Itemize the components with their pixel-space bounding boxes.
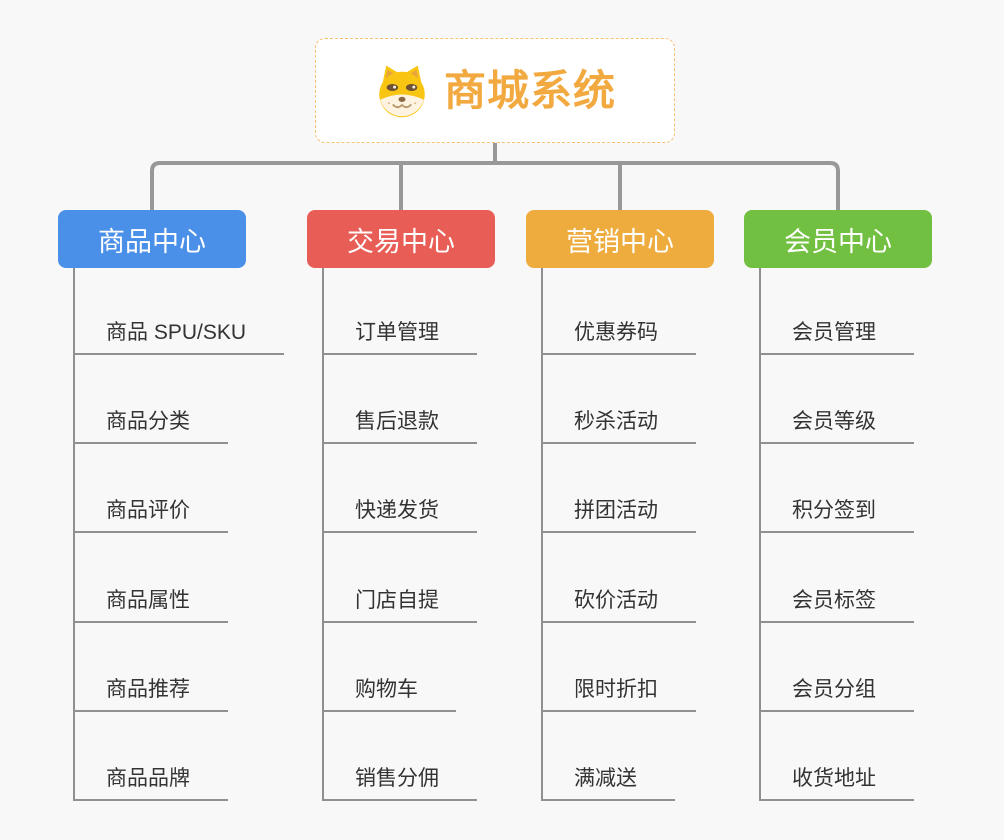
root-title: 商城系统	[443, 66, 616, 114]
child-node[interactable]: 会员管理	[759, 315, 914, 355]
child-node[interactable]: 销售分佣	[322, 761, 477, 801]
child-node[interactable]: 秒杀活动	[541, 404, 696, 444]
branch-label: 交易中心	[347, 226, 455, 257]
child-label: 会员分组	[792, 678, 876, 701]
branch-header-0[interactable]: 商品中心	[58, 210, 246, 268]
branch-label: 会员中心	[784, 226, 892, 257]
child-label: 会员等级	[792, 410, 876, 433]
child-label: 商品推荐	[106, 678, 190, 701]
child-label: 销售分佣	[355, 767, 439, 790]
child-label: 收货地址	[792, 767, 876, 790]
child-label: 秒杀活动	[574, 410, 658, 433]
child-label: 快递发货	[355, 499, 439, 522]
child-node[interactable]: 限时折扣	[541, 672, 696, 712]
child-node[interactable]: 门店自提	[322, 583, 477, 623]
child-node[interactable]: 商品推荐	[73, 672, 228, 712]
branch-connector-line	[73, 268, 75, 801]
child-node[interactable]: 商品评价	[73, 493, 228, 533]
child-label: 商品分类	[106, 410, 190, 433]
branch: 交易中心 订单管理售后退款快递发货门店自提购物车销售分佣	[307, 0, 495, 840]
child-label: 满减送	[574, 767, 637, 790]
branch-header-3[interactable]: 会员中心	[744, 210, 932, 268]
child-node[interactable]: 商品品牌	[73, 761, 228, 801]
root-node[interactable]: 商城系统	[315, 38, 675, 143]
child-node[interactable]: 会员标签	[759, 583, 914, 623]
branch-label: 营销中心	[566, 226, 674, 257]
child-label: 订单管理	[355, 321, 439, 344]
child-label: 门店自提	[355, 589, 439, 612]
child-node[interactable]: 订单管理	[322, 315, 477, 355]
dog-face-icon	[379, 65, 425, 117]
branch-header-2[interactable]: 营销中心	[526, 210, 714, 268]
child-node[interactable]: 积分签到	[759, 493, 914, 533]
child-label: 会员标签	[792, 589, 876, 612]
child-node[interactable]: 满减送	[541, 761, 675, 801]
child-node[interactable]: 快递发货	[322, 493, 477, 533]
child-node[interactable]: 砍价活动	[541, 583, 696, 623]
child-label: 商品 SPU/SKU	[106, 321, 247, 344]
child-label: 商品评价	[106, 499, 190, 522]
child-node[interactable]: 购物车	[322, 672, 456, 712]
child-label: 拼团活动	[574, 499, 658, 522]
child-node[interactable]: 拼团活动	[541, 493, 696, 533]
child-label: 售后退款	[355, 410, 439, 433]
child-label: 商品属性	[106, 589, 190, 612]
child-label: 限时折扣	[574, 678, 658, 701]
child-label: 砍价活动	[574, 589, 658, 612]
child-label: 积分签到	[792, 499, 876, 522]
child-node[interactable]: 商品 SPU/SKU	[73, 315, 285, 355]
child-node[interactable]: 商品分类	[73, 404, 228, 444]
child-label: 会员管理	[792, 321, 876, 344]
branch-connector-line	[541, 268, 543, 801]
branch: 会员中心 会员管理会员等级积分签到会员标签会员分组收货地址	[744, 0, 932, 840]
branch: 营销中心 优惠券码秒杀活动拼团活动砍价活动限时折扣满减送	[526, 0, 714, 840]
branch-connector-line	[322, 268, 324, 801]
child-node[interactable]: 收货地址	[759, 761, 914, 801]
child-label: 购物车	[355, 678, 418, 701]
child-label: 商品品牌	[106, 767, 190, 790]
branch: 商品中心 商品 SPU/SKU 商品分类商品评价商品属性商品推荐商品品牌	[58, 0, 285, 840]
branch-connector-line	[759, 268, 761, 801]
child-node[interactable]: 会员分组	[759, 672, 914, 712]
child-node[interactable]: 售后退款	[322, 404, 477, 444]
branch-rail-line	[150, 161, 840, 210]
child-node[interactable]: 商品属性	[73, 583, 228, 623]
branch-label: 商品中心	[98, 226, 206, 257]
branch-header-1[interactable]: 交易中心	[307, 210, 495, 268]
child-node[interactable]: 优惠券码	[541, 315, 696, 355]
child-label: 优惠券码	[574, 321, 658, 344]
child-node[interactable]: 会员等级	[759, 404, 914, 444]
